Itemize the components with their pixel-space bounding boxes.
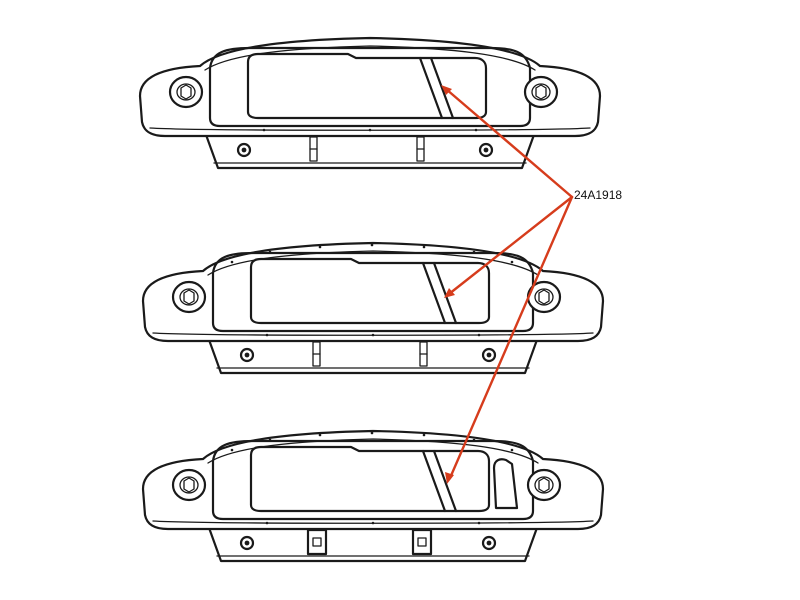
callout-leaders — [441, 85, 574, 484]
front-panel-upper — [138, 36, 602, 170]
arrowhead-lower — [445, 472, 454, 484]
clip-right — [411, 528, 433, 556]
front-panel-lower — [141, 429, 605, 563]
clip-left — [306, 528, 328, 556]
side-duct — [492, 458, 519, 510]
arrowhead-middle — [444, 288, 455, 298]
leader-line-middle — [447, 195, 574, 296]
front-panel-middle — [141, 241, 605, 375]
leader-line-upper — [444, 87, 574, 199]
part-number-label: 24A1918 — [574, 188, 623, 202]
leader-line-lower — [448, 195, 574, 480]
arrowhead-upper — [441, 85, 452, 95]
